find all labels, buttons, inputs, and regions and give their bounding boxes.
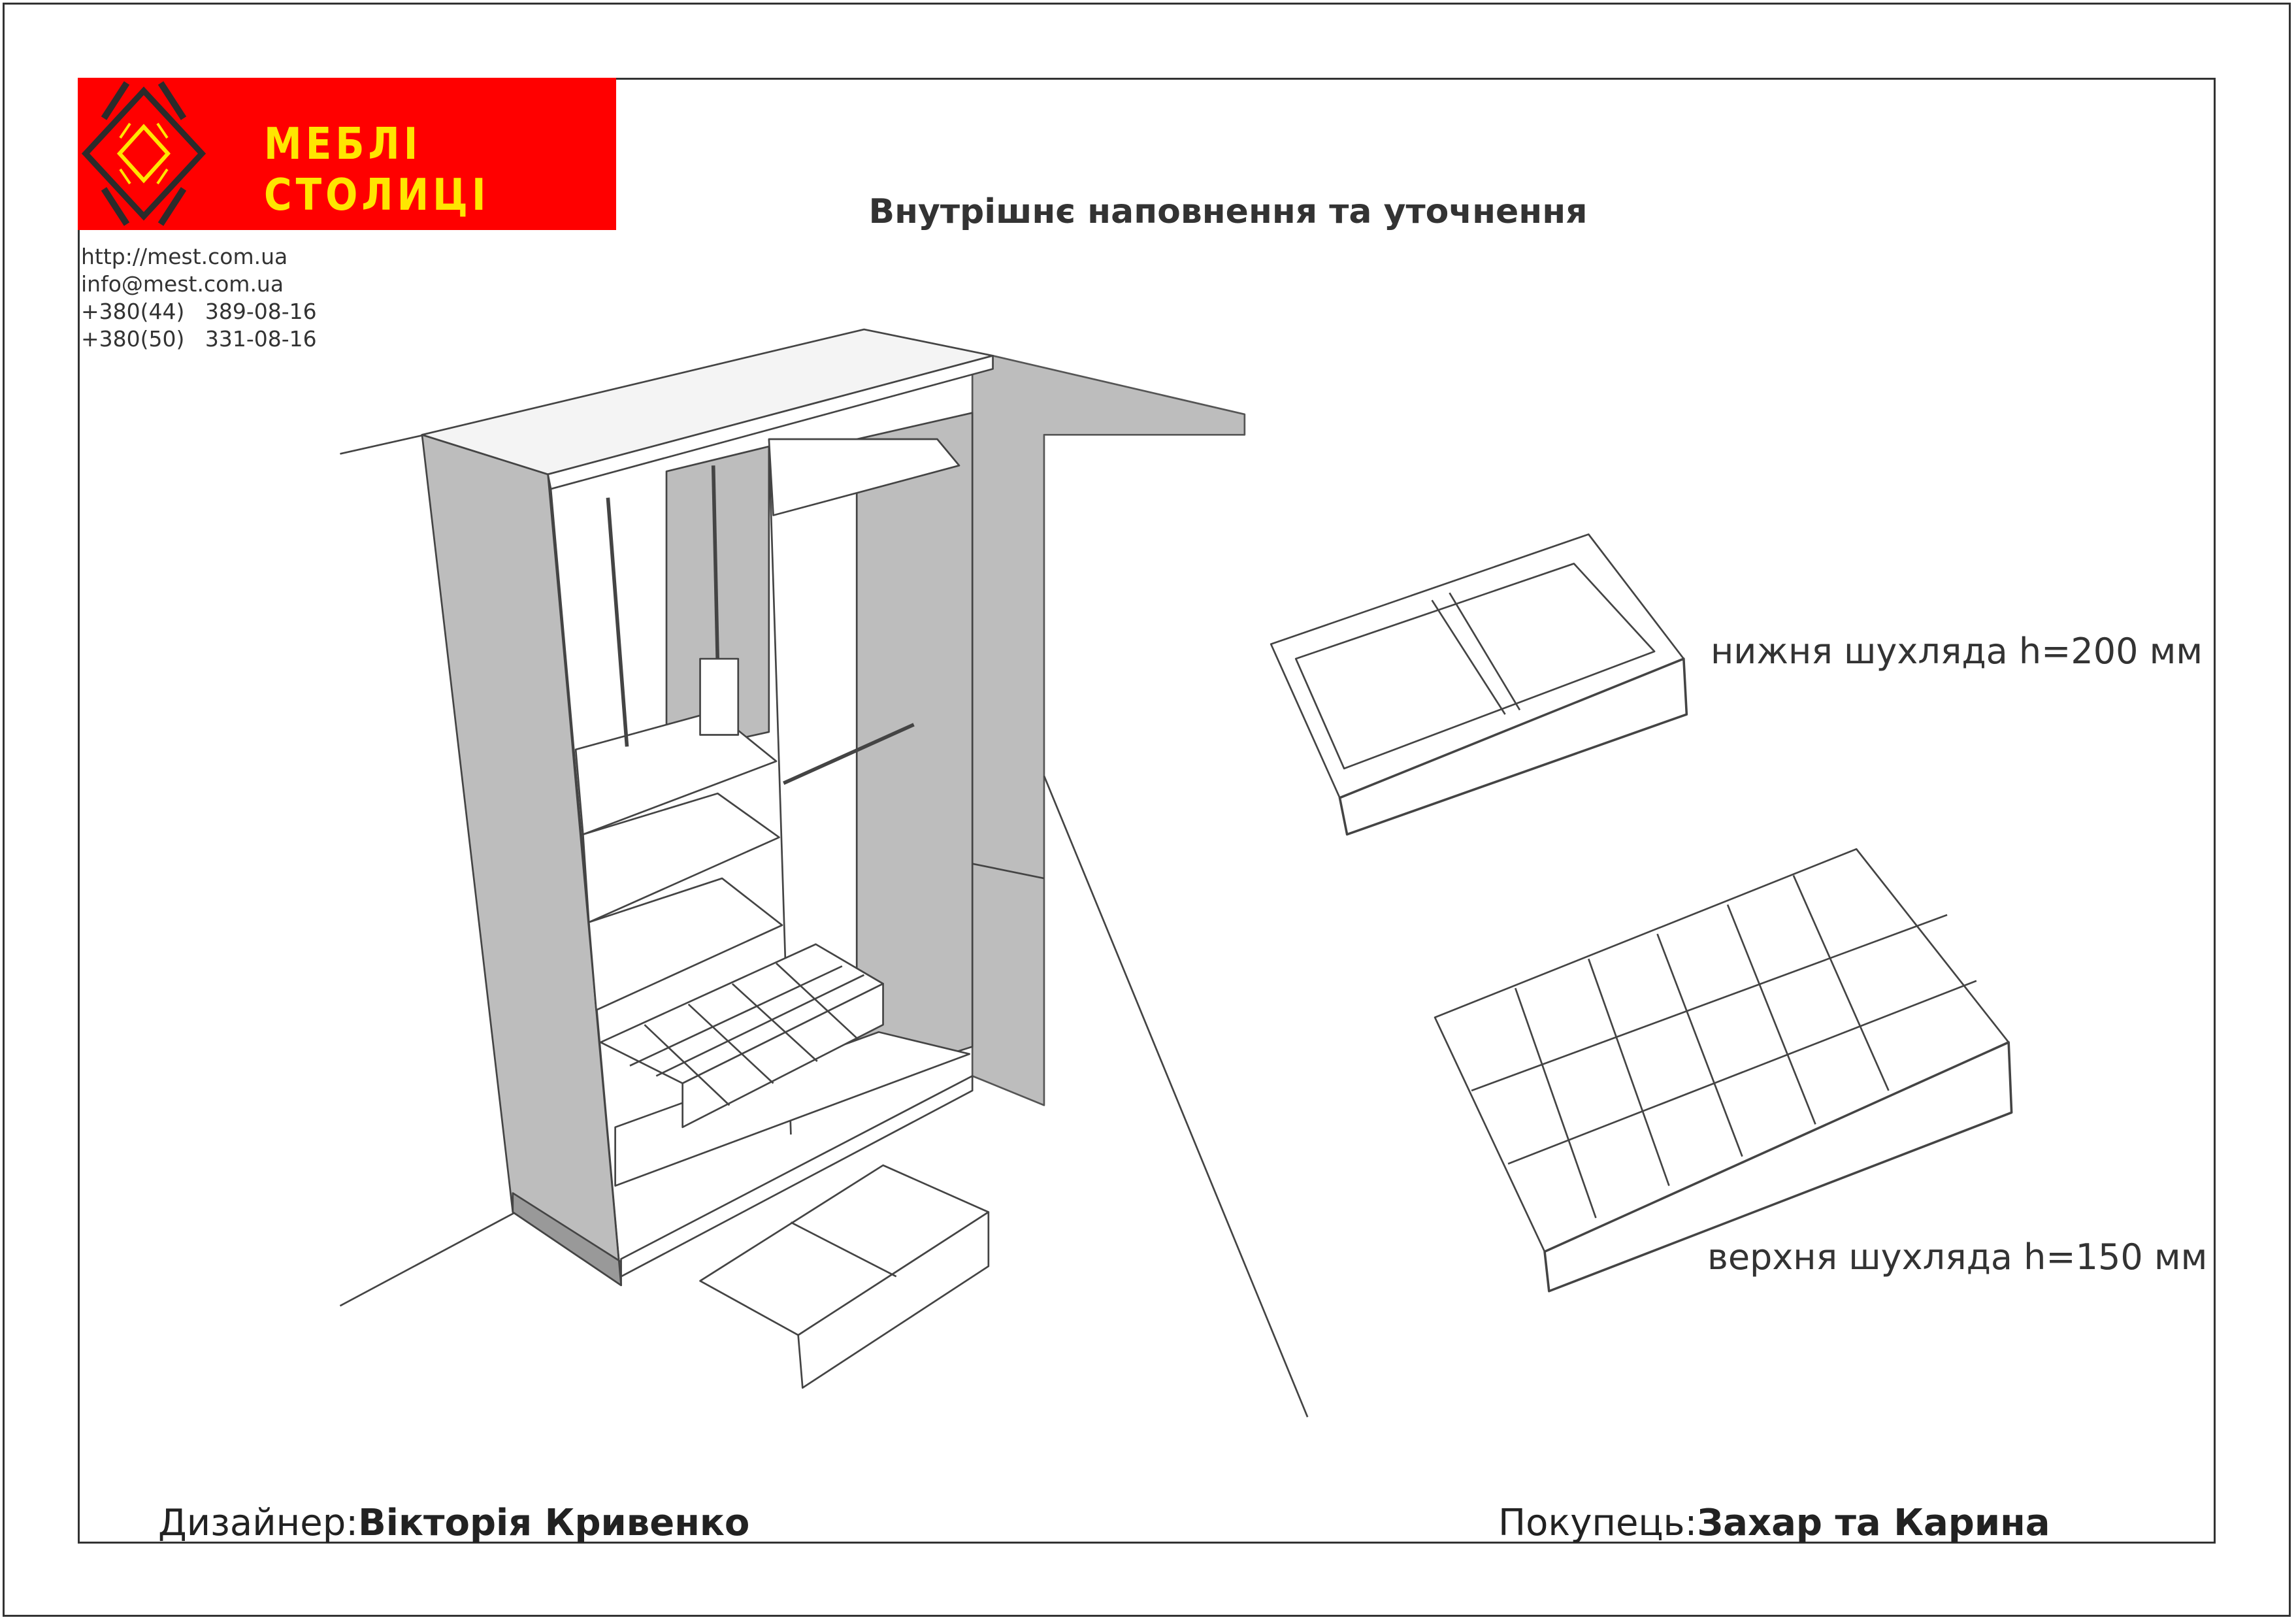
diamond-logo-icon xyxy=(81,81,206,226)
wardrobe-top-front xyxy=(547,354,994,490)
lower-drawer-front xyxy=(1338,657,1688,836)
lower-drawer-label: нижня шухляда h=200 мм xyxy=(1711,631,2203,672)
floor-diagonal xyxy=(1043,775,1309,1417)
pantograph-rod xyxy=(606,497,629,747)
grid-divider xyxy=(1792,875,1890,1091)
back-panel-right xyxy=(855,412,974,1084)
right-wall xyxy=(971,354,1246,1106)
contact-info: http://mest.com.ua info@mest.com.ua +380… xyxy=(81,243,317,353)
customer-name: Захар та Карина xyxy=(1697,1502,2050,1544)
base-shelf xyxy=(620,1075,974,1278)
wardrobe-grid-drawer-front xyxy=(681,982,884,1129)
pantograph-mechanism xyxy=(699,657,740,736)
grid-divider xyxy=(1726,904,1816,1125)
upper-drawer-label: верхня шухляда h=150 мм xyxy=(1707,1236,2208,1278)
grid-divider xyxy=(655,974,865,1077)
clothes-rail xyxy=(783,723,915,785)
pantograph-rod-2 xyxy=(711,465,720,667)
drawer-divider xyxy=(790,1221,897,1278)
wall-line-left xyxy=(340,433,425,455)
grid-divider xyxy=(1471,914,1948,1092)
drawer-divider xyxy=(1431,599,1506,715)
customer-credit: Покупець:Захар та Карина xyxy=(1498,1502,2050,1544)
grid-divider xyxy=(731,983,818,1063)
loose-drawer-front xyxy=(797,1211,990,1389)
designer-credit: Дизайнер:Вікторія Кривенко xyxy=(158,1502,749,1544)
grid-divider xyxy=(1507,980,1977,1165)
top-shelf xyxy=(768,438,960,516)
shelf-3 xyxy=(587,877,783,1011)
brand-name: МЕБЛІ СТОЛИЦІ xyxy=(264,118,490,221)
grid-divider xyxy=(776,962,859,1040)
company-logo-banner: МЕБЛІ СТОЛИЦІ xyxy=(78,78,616,230)
grid-divider xyxy=(1587,958,1670,1186)
grid-divider xyxy=(644,1024,730,1106)
wall-line-right xyxy=(972,863,1045,880)
drawing-frame xyxy=(78,78,2216,1544)
drawer-divider xyxy=(1449,592,1521,711)
designer-label: Дизайнер: xyxy=(158,1502,359,1544)
grid-divider xyxy=(629,965,843,1067)
grid-divider xyxy=(1514,987,1597,1219)
upper-drawer-front xyxy=(1543,1041,2013,1293)
page-title: Внутрішнє наповнення та уточнення xyxy=(868,192,1588,231)
grid-divider xyxy=(1656,933,1743,1157)
phone-2: +380(50) 331-08-16 xyxy=(81,326,317,352)
grid-divider xyxy=(687,1003,774,1084)
shelf-2 xyxy=(582,792,780,923)
customer-label: Покупець: xyxy=(1498,1502,1697,1544)
designer-name: Вікторія Кривенко xyxy=(358,1502,750,1544)
website-link[interactable]: http://mest.com.ua xyxy=(81,244,288,269)
phone-1: +380(44) 389-08-16 xyxy=(81,299,317,324)
email-link[interactable]: info@mest.com.ua xyxy=(81,271,284,297)
page-border xyxy=(3,3,2291,1617)
floor-line-left xyxy=(339,1211,516,1307)
